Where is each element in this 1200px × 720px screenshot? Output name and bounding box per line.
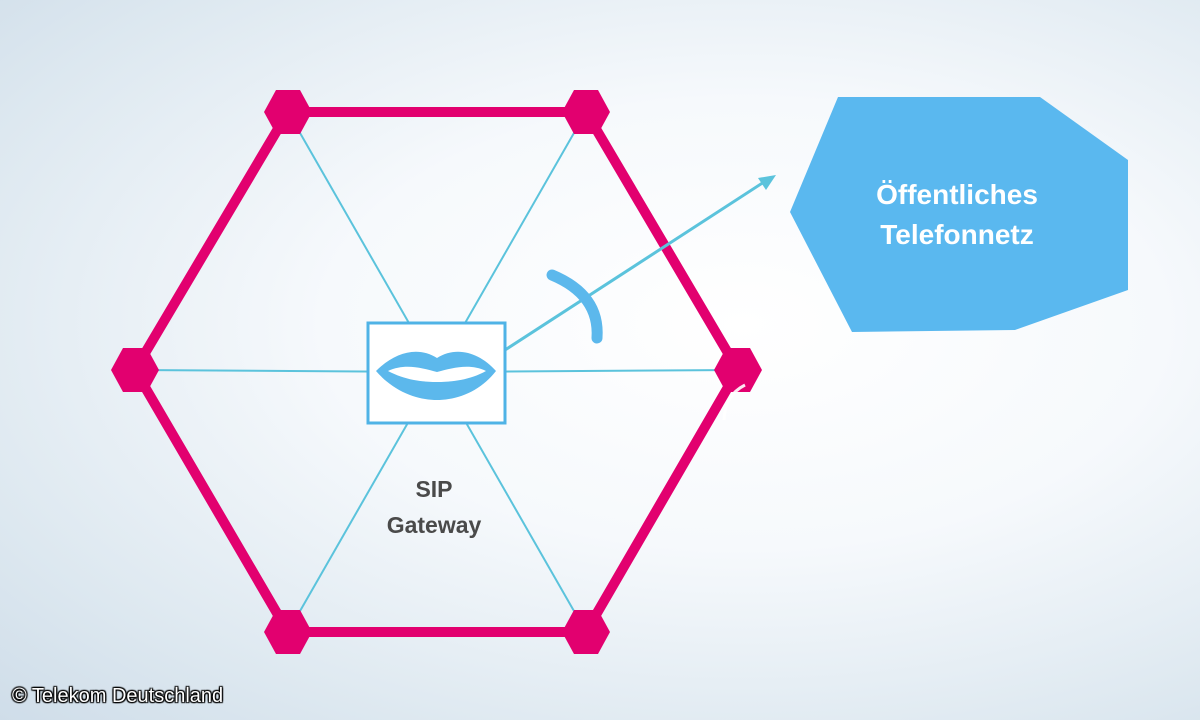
arrow-head-icon (758, 175, 776, 190)
node-right (714, 348, 762, 392)
gateway-arrow (504, 175, 776, 352)
pstn-label-line1: Öffentliches (876, 179, 1038, 210)
node-bottom-right (562, 610, 610, 654)
public-telephone-network (790, 97, 1128, 332)
lips-icon (376, 351, 496, 400)
copyright-notice: © Telekom Deutschland (12, 685, 224, 707)
gateway-label-line2: Gateway (387, 512, 482, 538)
node-top-left (264, 90, 312, 134)
node-bottom-left (264, 610, 312, 654)
node-top-right (562, 90, 610, 134)
node-left (111, 348, 159, 392)
signal-wave-icon (546, 269, 603, 344)
network-nodes (111, 90, 762, 654)
pstn-label-line2: Telefonnetz (880, 219, 1033, 250)
gateway-label-line1: SIP (415, 476, 452, 502)
faint-bubble-icon (722, 383, 746, 421)
